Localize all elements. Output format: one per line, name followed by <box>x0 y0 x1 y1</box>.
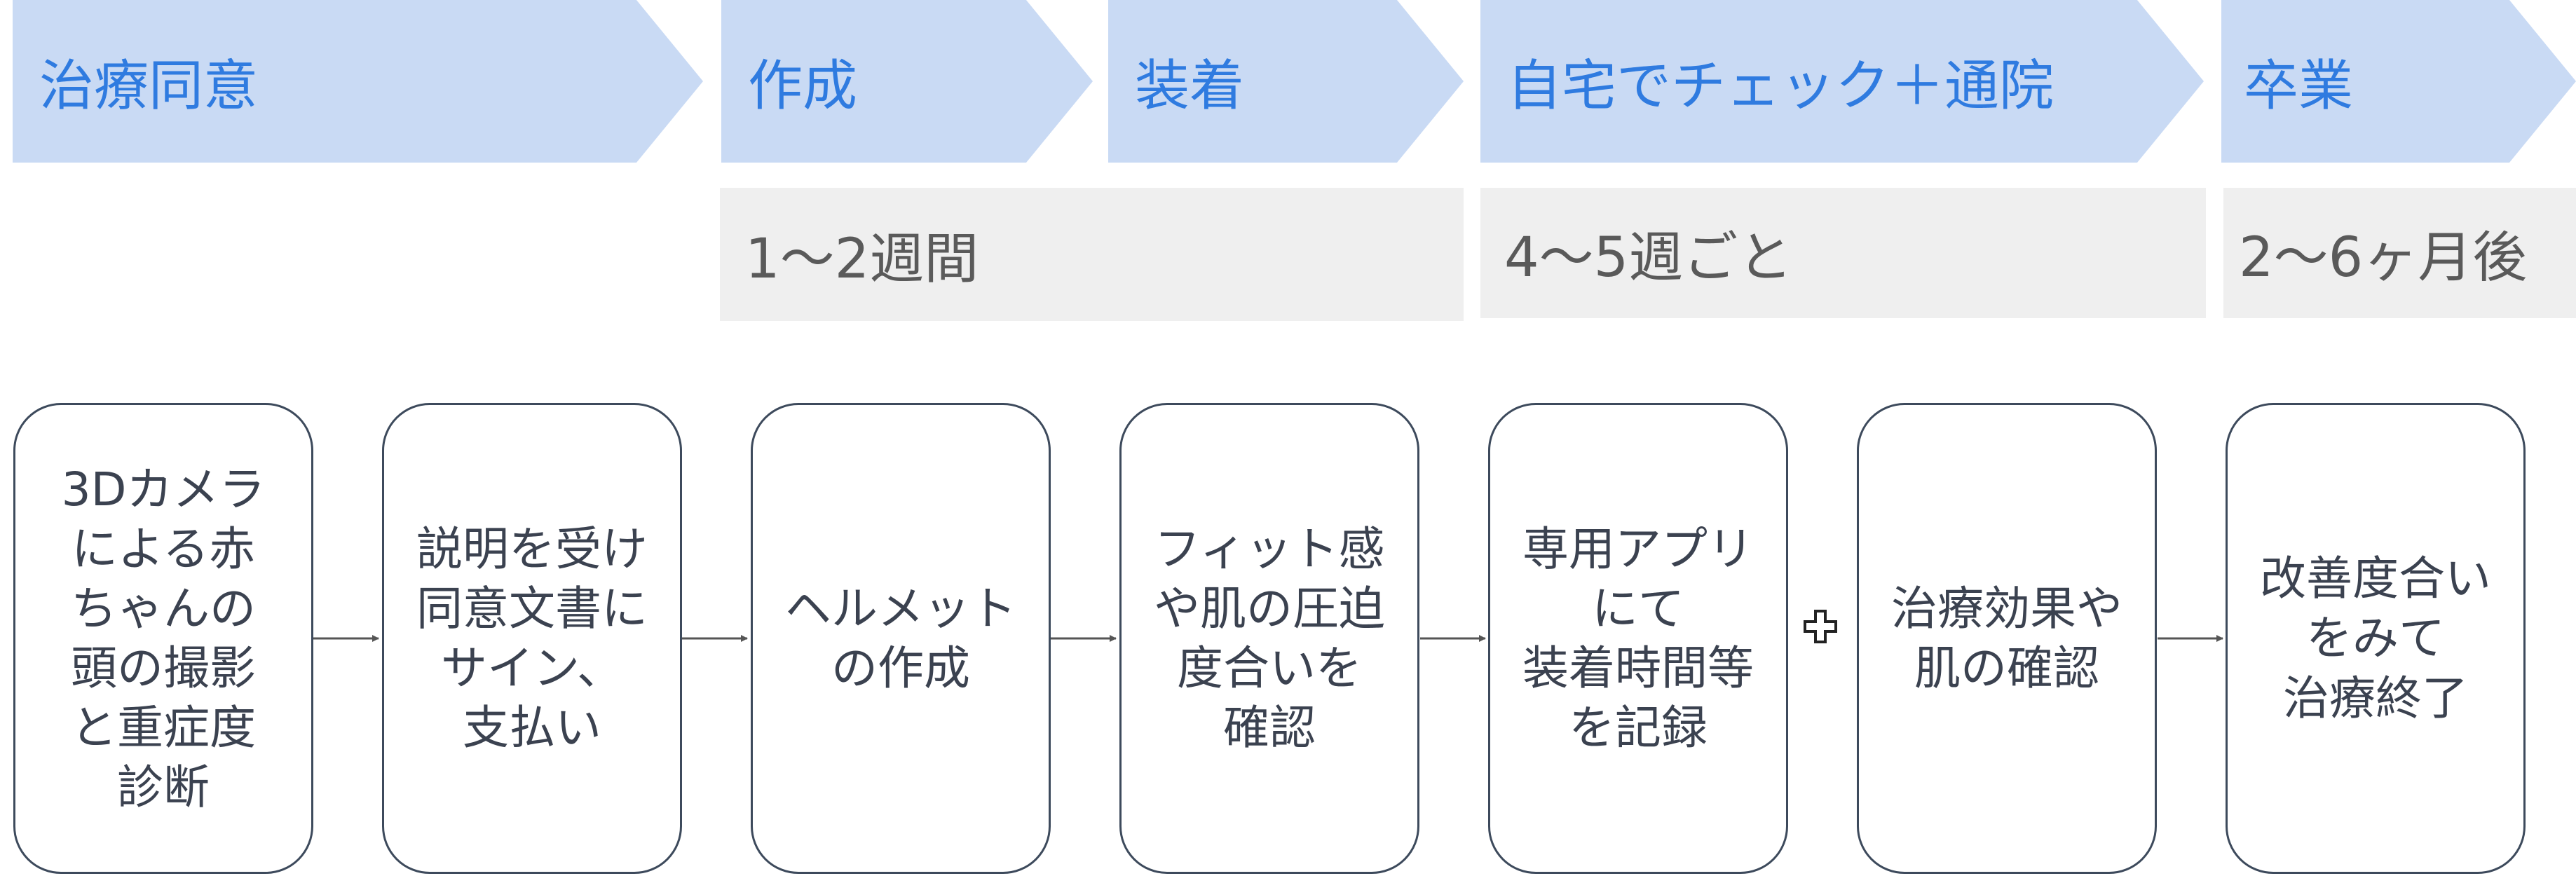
duration-create-period-label: 1〜2週間 <box>745 228 979 291</box>
step-fit-check: フィット感 や肌の圧迫 度合いを 確認 <box>1119 403 1419 874</box>
phase-graduate: 卒業 <box>2221 0 2576 163</box>
phase-graduate-label: 卒業 <box>2244 55 2354 118</box>
step-scan-diagnosis: 3Dカメラ による赤 ちゃんの 頭の撮影 と重症度 診断 <box>13 403 313 874</box>
phase-create: 作成 <box>721 0 1093 163</box>
duration-check-interval-label: 4〜5週ごと <box>1504 226 1793 289</box>
step-consent-payment: 説明を受け 同意文書に サイン、 支払い <box>382 403 682 874</box>
phase-fit: 装着 <box>1108 0 1464 163</box>
duration-graduate-after-label: 2〜6ヶ月後 <box>2239 226 2528 289</box>
step-effect-skin-check: 治療効果や 肌の確認 <box>1857 403 2157 874</box>
step-helmet-creation: ヘルメット の作成 <box>751 403 1051 874</box>
duration-check-interval: 4〜5週ごと <box>1480 188 2206 318</box>
step-app-record: 専用アプリ にて 装着時間等 を記録 <box>1488 403 1788 874</box>
phase-home-check-label: 自宅でチェック＋通院 <box>1507 55 2054 118</box>
plus-icon <box>1804 610 1837 643</box>
duration-create-period: 1〜2週間 <box>720 188 1464 321</box>
step-treatment-end: 改善度合い をみて 治療終了 <box>2226 403 2526 874</box>
phase-fit-label: 装着 <box>1135 55 1245 118</box>
phase-home-check: 自宅でチェック＋通院 <box>1480 0 2204 163</box>
phase-consent: 治療同意 <box>13 0 703 163</box>
phase-create-label: 作成 <box>748 55 858 118</box>
duration-graduate-after: 2〜6ヶ月後 <box>2223 188 2576 318</box>
phase-consent-label: 治療同意 <box>39 55 259 118</box>
